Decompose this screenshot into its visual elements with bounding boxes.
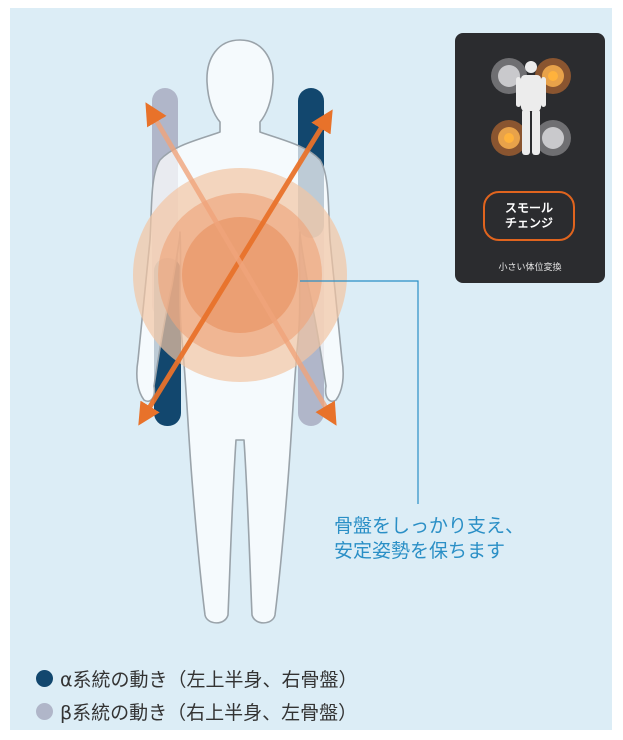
legend-label-alpha: α系統の動き（左上半身、右骨盤）	[60, 669, 358, 691]
legend-item-alpha: α系統の動き（左上半身、右骨盤）	[36, 662, 358, 695]
person-icon	[516, 61, 546, 155]
legend-dot-beta	[36, 703, 53, 720]
legend-dot-alpha	[36, 670, 53, 687]
callout-line-1: 骨盤をしっかり支え、	[334, 515, 525, 537]
remote-glow-bottom-left	[491, 120, 527, 156]
legend: α系統の動き（左上半身、右骨盤） β系統の動き（右上半身、左骨盤）	[36, 662, 358, 728]
remote-controller: スモール チェンジ 小さい体位変換	[455, 33, 605, 283]
remote-caption: 小さい体位変換	[498, 263, 562, 273]
remote-glow-bottom-right	[535, 120, 571, 156]
legend-item-beta: β系統の動き（右上半身、左骨盤）	[36, 695, 358, 728]
legend-label-beta: β系統の動き（右上半身、左骨盤）	[60, 702, 358, 724]
callout-line	[300, 280, 419, 504]
callout-text: 骨盤をしっかり支え、 安定姿勢を保ちます	[334, 514, 554, 564]
callout-line-2: 安定姿勢を保ちます	[334, 540, 506, 562]
pressure-circle-inner	[182, 217, 298, 333]
small-change-button[interactable]: スモール チェンジ	[483, 191, 575, 241]
beta-arrow	[145, 102, 337, 426]
